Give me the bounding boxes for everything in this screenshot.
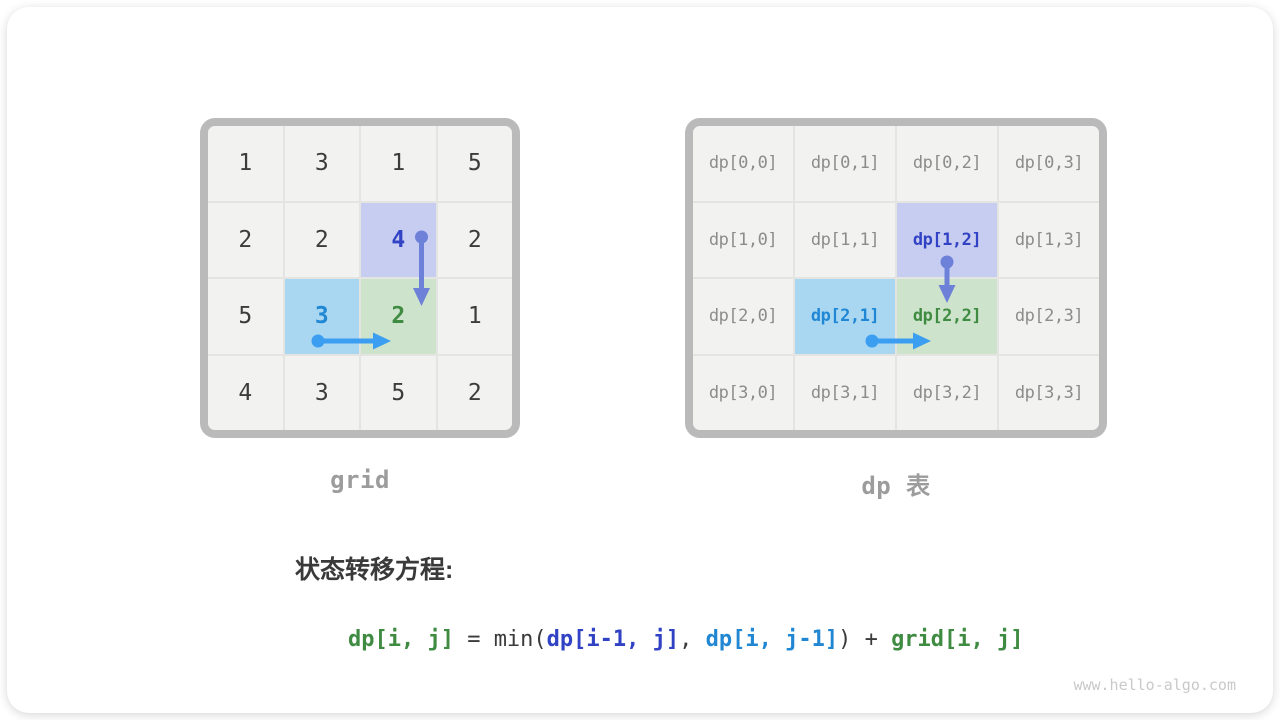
watermark: www.hello-algo.com	[1073, 676, 1236, 694]
dp-cell: dp[1,3]	[999, 202, 1099, 277]
grid-cell: 5	[208, 279, 283, 354]
dp-cell-highlight-up: dp[1,2]	[897, 202, 997, 277]
grid-cell: 1	[361, 126, 436, 201]
grid-table-label: grid	[330, 466, 390, 494]
grid-cell-highlight-up: 4	[361, 202, 436, 277]
dp-cell: dp[3,0]	[693, 355, 793, 430]
dp-cell: dp[0,2]	[897, 126, 997, 201]
dp-cell-highlight-left: dp[2,1]	[795, 279, 895, 354]
dp-table-cells: dp[0,0] dp[0,1] dp[0,2] dp[0,3] dp[1,0] …	[693, 126, 1099, 430]
dp-cell: dp[0,0]	[693, 126, 793, 201]
equation-term-up: dp[i-1, j]	[546, 627, 680, 652]
grid-cell-highlight-target: 2	[361, 279, 436, 354]
grid-cell: 2	[437, 355, 512, 430]
grid-cell: 2	[284, 202, 359, 277]
grid-cell: 2	[208, 202, 283, 277]
dp-table: dp[0,0] dp[0,1] dp[0,2] dp[0,3] dp[1,0] …	[685, 118, 1107, 438]
dp-cell-highlight-target: dp[2,2]	[897, 279, 997, 354]
grid-table-cells: 1 3 1 5 2 2 4 2 5 3 2 1 4 3 5 2	[208, 126, 512, 430]
grid-cell: 1	[208, 126, 283, 201]
dp-cell: dp[1,0]	[693, 202, 793, 277]
dp-cell: dp[3,3]	[999, 355, 1099, 430]
equation-operator-assign: = min(	[453, 627, 547, 652]
equation-term-grid: grid[i, j]	[891, 627, 1024, 652]
equation-term-target: dp[i, j]	[347, 627, 454, 652]
dp-cell: dp[2,0]	[693, 279, 793, 354]
grid-cell-highlight-left: 3	[284, 279, 359, 354]
dp-cell: dp[3,1]	[795, 355, 895, 430]
dp-cell: dp[1,1]	[795, 202, 895, 277]
dp-table-label: dp 表	[861, 472, 931, 500]
equation-heading: 状态转移方程:	[295, 556, 454, 584]
grid-cell: 5	[361, 355, 436, 430]
state-transition-equation: dp[i, j] = min(dp[i-1, j], dp[i, j-1]) +…	[295, 602, 1024, 677]
equation-separator: ,	[679, 627, 706, 652]
grid-cell: 5	[437, 126, 512, 201]
grid-cell: 3	[284, 355, 359, 430]
grid-cell: 3	[284, 126, 359, 201]
grid-table: 1 3 1 5 2 2 4 2 5 3 2 1 4 3 5 2	[200, 118, 520, 438]
grid-cell: 2	[437, 202, 512, 277]
equation-term-left: dp[i, j-1]	[705, 627, 839, 652]
dp-cell: dp[2,3]	[999, 279, 1099, 354]
dp-cell: dp[3,2]	[897, 355, 997, 430]
dp-cell: dp[0,1]	[795, 126, 895, 201]
grid-cell: 4	[208, 355, 283, 430]
equation-operator-close: ) +	[838, 627, 892, 652]
dp-cell: dp[0,3]	[999, 126, 1099, 201]
grid-cell: 1	[437, 279, 512, 354]
